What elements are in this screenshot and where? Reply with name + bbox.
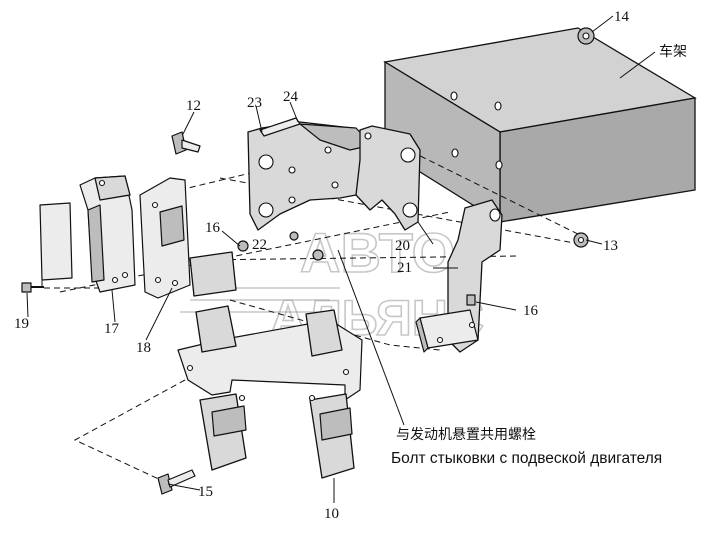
- center-bracket-20: [355, 125, 421, 231]
- callout-19: 19: [14, 316, 29, 332]
- callout-24: 24: [283, 89, 299, 105]
- callout-10: 10: [324, 506, 339, 522]
- callout-16-left: 16: [205, 220, 221, 236]
- left-bracket-17: [39, 175, 136, 293]
- callout-21: 21: [397, 260, 412, 276]
- callout-18: 18: [136, 340, 151, 356]
- callout-13: 13: [603, 238, 618, 254]
- frame-label: 车架: [659, 43, 687, 60]
- callout-14: 14: [614, 9, 630, 25]
- nut-22: [237, 231, 299, 252]
- note-russian: Болт стыковки с подвеской двигателя: [391, 450, 662, 467]
- bolt-15: [157, 469, 196, 495]
- callout-15: 15: [198, 484, 213, 500]
- nut-16: [312, 249, 476, 306]
- callout-22: 22: [252, 237, 267, 253]
- nut-13: [573, 232, 589, 248]
- plate-18: [139, 177, 237, 299]
- upper-bracket-23-24: [247, 117, 381, 231]
- frame-holes: [450, 91, 503, 170]
- callout-labels: 14 12 23 24 16 22 20 13 21 16 19 17 18 1…: [14, 9, 630, 522]
- cross-member-10: [177, 305, 363, 479]
- callout-12: 12: [186, 98, 201, 114]
- nut-14: [577, 27, 595, 45]
- callout-23: 23: [247, 95, 262, 111]
- bolt-19: [21, 282, 44, 293]
- note-chinese: 与发动机悬置共用螺栓: [396, 427, 536, 443]
- callout-17: 17: [104, 321, 120, 337]
- callout-20: 20: [395, 238, 410, 254]
- vehicle-frame-rail: [383, 27, 697, 224]
- watermark-line1: АВТО: [300, 221, 455, 284]
- callout-16-right: 16: [523, 303, 539, 319]
- bolt-12: [171, 131, 201, 155]
- leader-lines: [26, 15, 656, 503]
- right-bracket-21: [415, 199, 503, 353]
